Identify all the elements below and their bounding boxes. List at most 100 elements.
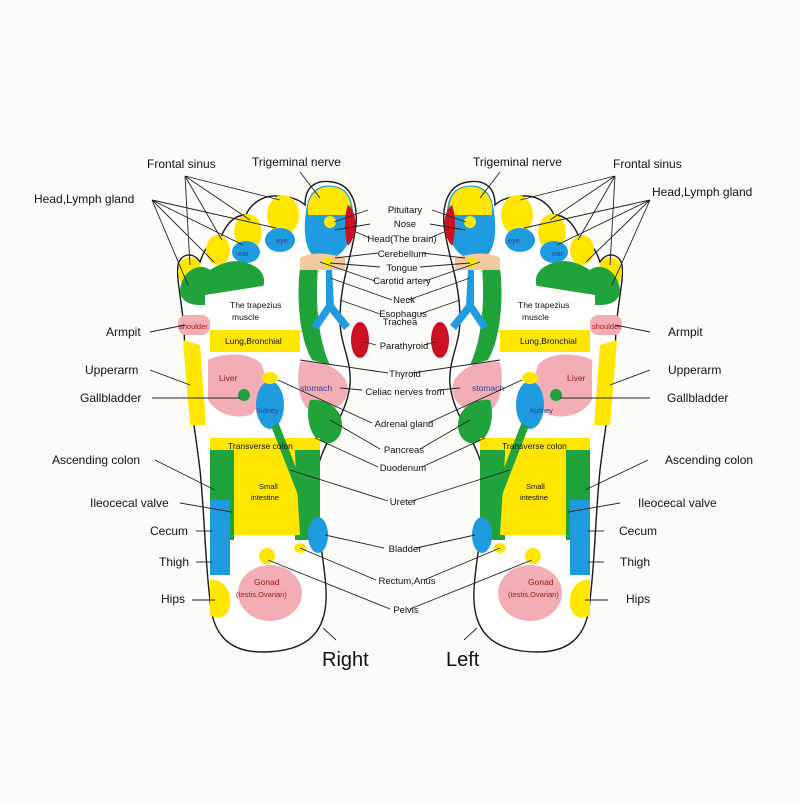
right-small-intestine: [234, 455, 300, 535]
right-lung-label: Lung,Bronchial: [225, 336, 282, 346]
right-trapezius-label-2: muscle: [232, 312, 259, 322]
label-rectum: Rectum,Anus: [378, 576, 435, 587]
left-foot: [431, 180, 624, 653]
right-hips: [210, 579, 231, 618]
right-toe-3-blue: [232, 241, 260, 263]
label-pancreas: Pancreas: [384, 445, 424, 456]
left-ureter: [484, 423, 529, 522]
right-transverse: [210, 438, 320, 455]
right-adrenal: [262, 372, 278, 384]
left-tongue-dot: [467, 257, 477, 267]
label-armpit-l: Armpit: [668, 325, 703, 339]
foot-name-right: Right: [322, 649, 369, 671]
label-gallbladder-r: Gallbladder: [80, 391, 141, 405]
left-shoulder-label: shoulder: [592, 322, 621, 331]
right-toe-2-blue: [265, 228, 295, 252]
label-thigh-l: Thigh: [620, 555, 650, 569]
label-frontal-sinus-l: Frontal sinus: [613, 157, 682, 171]
right-shoulder-label: shoulder: [179, 322, 208, 331]
left-pelvis-dot: [525, 548, 541, 564]
right-trachea: [312, 270, 350, 330]
center-labels: Pituitary Nose Head(The brain) Cerebellu…: [365, 205, 444, 616]
left-shoulder: [590, 315, 622, 335]
right-gonad-label-1: Gonad: [254, 577, 280, 587]
label-ascending-l: Ascending colon: [665, 453, 753, 467]
label-duodenum: Duodenum: [380, 463, 427, 474]
left-gonad: [498, 565, 562, 621]
right-shoulder: [178, 315, 210, 335]
left-sigmoid: [570, 500, 590, 575]
label-cecum-r: Cecum: [150, 524, 188, 538]
left-thyroid-green: [470, 268, 502, 365]
left-kidney-label: Kidney: [530, 406, 553, 415]
left-side-labels: Trigeminal nerve Frontal sinus Head,Lymp…: [473, 155, 753, 606]
right-tongue-dot: [323, 257, 333, 267]
left-transverse: [480, 438, 590, 455]
left-parathyroid: [431, 322, 449, 358]
right-liver: [208, 354, 265, 417]
leader-lines: [149, 171, 651, 641]
label-trigeminal-l: Trigeminal nerve: [473, 155, 562, 169]
right-neck-peach: [300, 253, 345, 270]
left-small-intestine: [500, 455, 566, 535]
left-gonad-label-1: Gonad: [528, 577, 554, 587]
label-head-lymph-r: Head,Lymph gland: [34, 192, 134, 206]
label-thyroid: Thyroid: [389, 369, 421, 380]
foot-name-left: Left: [446, 649, 480, 671]
label-ileocecal-l: Ileocecal valve: [638, 496, 717, 510]
right-upperarm: [183, 340, 206, 425]
left-upperarm: [594, 340, 617, 425]
left-heart: [535, 354, 592, 417]
left-lung-label: Lung,Bronchial: [520, 336, 577, 346]
left-cecum-dot: [554, 510, 566, 520]
right-parathyroid: [351, 322, 369, 358]
right-stomach-label: stomach: [300, 383, 332, 393]
left-toe-2-blue: [505, 228, 535, 252]
left-liver-label: Liver: [567, 373, 586, 383]
right-toe-2: [267, 195, 299, 235]
left-hips: [569, 579, 590, 618]
right-cecum-dot: [234, 510, 246, 520]
right-gallbladder-dot: [238, 389, 250, 401]
left-adrenal: [522, 372, 538, 384]
right-ear-label: ear: [238, 249, 249, 258]
right-big-toe-top: [308, 186, 351, 215]
left-trachea: [450, 270, 488, 330]
left-eye-label: eye: [508, 236, 520, 245]
label-tongue: Tongue: [386, 263, 417, 274]
label-trachea: Trachea: [383, 317, 418, 328]
label-bladder: Bladder: [389, 544, 422, 555]
left-kidney: [516, 381, 544, 429]
right-pancreas: [308, 399, 342, 444]
label-neck: Neck: [393, 295, 415, 306]
label-head-lymph-l: Head,Lymph gland: [652, 185, 752, 199]
right-trapezius-label-1: The trapezius: [230, 300, 282, 310]
right-transverse-label: Transverse colon: [228, 441, 293, 451]
right-foot: [176, 180, 369, 653]
right-small-label-2: intestine: [251, 493, 279, 502]
left-stomach-label: stomach: [472, 383, 504, 393]
left-small-label-2: intestine: [520, 493, 548, 502]
label-frontal-sinus-r: Frontal sinus: [147, 157, 216, 171]
label-ileocecal-r: Ileocecal valve: [90, 496, 169, 510]
label-ascending-r: Ascending colon: [52, 453, 140, 467]
left-gonad-label-2: (testis,Ovarian): [508, 590, 559, 599]
label-esophagus: Esophagus: [379, 309, 427, 320]
label-cecum-l: Cecum: [619, 524, 657, 538]
left-stomach: [452, 361, 502, 413]
label-gallbladder-l: Gallbladder: [667, 391, 728, 405]
label-pelvis: Pelvis: [393, 605, 419, 616]
left-toe-2: [501, 195, 533, 235]
left-trapezius-area: [500, 280, 595, 330]
label-ureter: Ureter: [390, 497, 416, 508]
label-cerebellum: Cerebellum: [378, 249, 427, 260]
label-trigeminal-r: Trigeminal nerve: [252, 155, 341, 169]
right-liver-label: Liver: [219, 373, 238, 383]
label-hips-r: Hips: [161, 592, 185, 606]
left-big-toe-top: [449, 186, 492, 215]
left-lung: [500, 330, 590, 352]
left-small-label-1: Small: [526, 482, 545, 491]
label-thigh-r: Thigh: [159, 555, 189, 569]
right-toe-4: [206, 235, 230, 265]
